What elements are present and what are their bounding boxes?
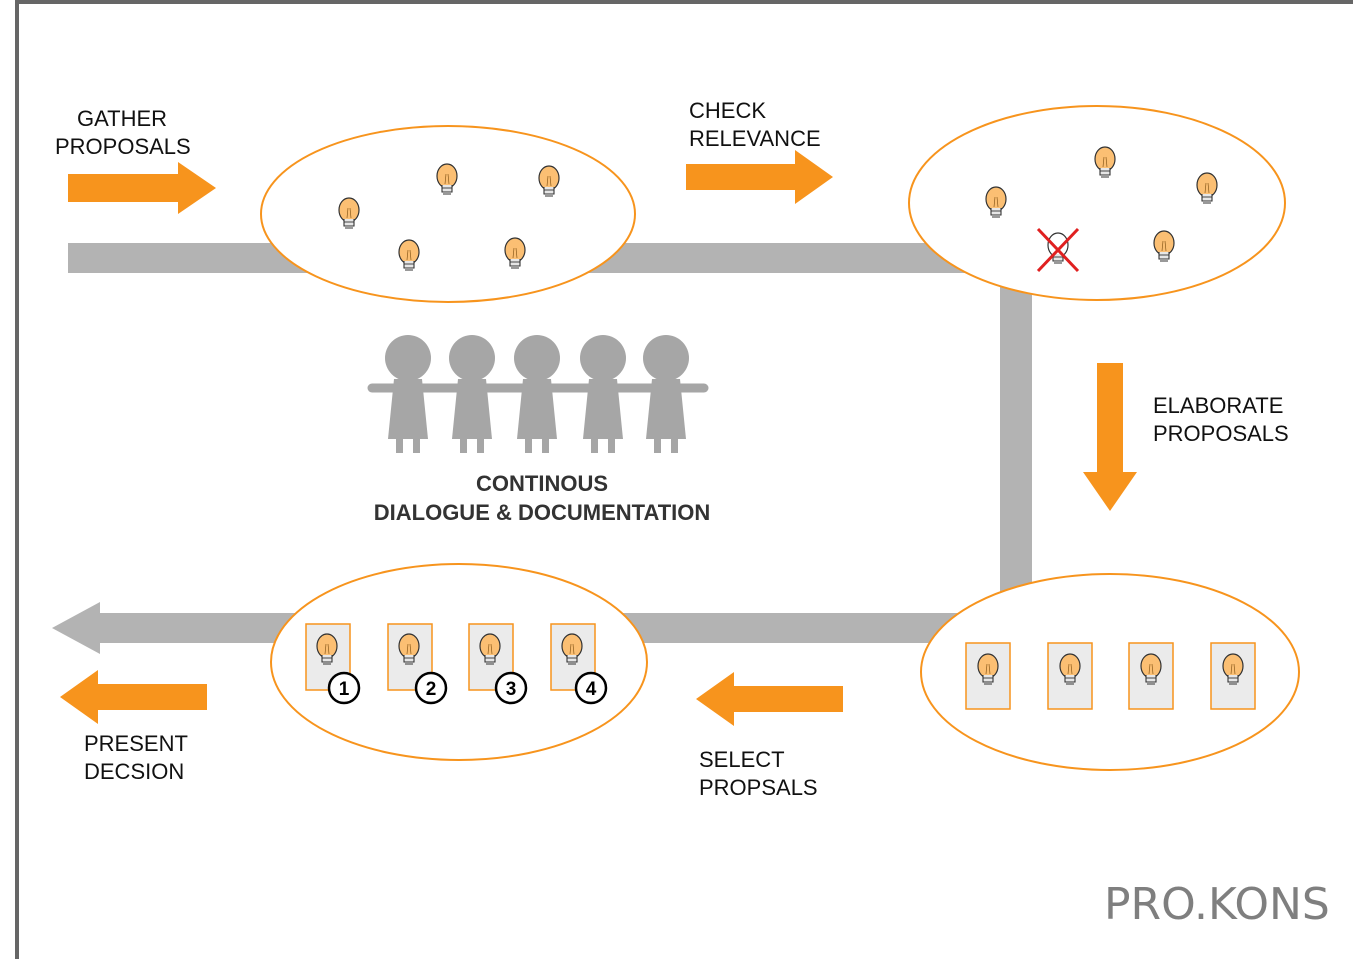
gather-label: GATHER xyxy=(77,106,168,131)
elaborate-arrow-icon xyxy=(1083,363,1137,511)
elaborated-ellipse xyxy=(920,573,1300,771)
check-label: CHECK RELEVANCE xyxy=(689,98,821,151)
present-arrow-icon xyxy=(60,670,207,724)
rank-number: 1 xyxy=(339,679,350,700)
rank-number: 3 xyxy=(506,679,517,700)
rank-number: 2 xyxy=(426,679,437,700)
rejected-cross-icon xyxy=(1036,227,1080,273)
person-icon xyxy=(580,335,626,453)
rank-badge xyxy=(327,671,361,705)
ranked-ellipse: 1 2 3 4 xyxy=(270,563,648,761)
rank-badge xyxy=(574,671,608,705)
people-group xyxy=(367,335,709,453)
gather-label-line2: PROPOSALS xyxy=(55,134,191,159)
gather-arrow-icon xyxy=(68,162,216,214)
person-icon xyxy=(385,335,431,453)
rank-badge xyxy=(494,671,528,705)
select-arrow-icon xyxy=(696,672,843,726)
rank-badge xyxy=(414,671,448,705)
relevance-ellipse xyxy=(908,105,1286,301)
person-icon xyxy=(514,335,560,453)
check-arrow-icon xyxy=(686,150,833,204)
company-logo: PRO.KONS xyxy=(1104,879,1330,930)
rank-number: 4 xyxy=(586,679,597,700)
elaborate-label: ELABORATE PROPOSALS xyxy=(1153,393,1289,446)
select-label: SELECT PROPSALS xyxy=(699,747,818,800)
center-caption: CONTINOUS DIALOGUE & DOCUMENTATION xyxy=(373,471,711,525)
frame-border xyxy=(15,0,1353,959)
person-icon xyxy=(449,335,495,453)
present-label: PRESENT DECSION xyxy=(84,731,188,784)
person-icon xyxy=(643,335,689,453)
gathered-ideas-ellipse xyxy=(260,125,636,303)
